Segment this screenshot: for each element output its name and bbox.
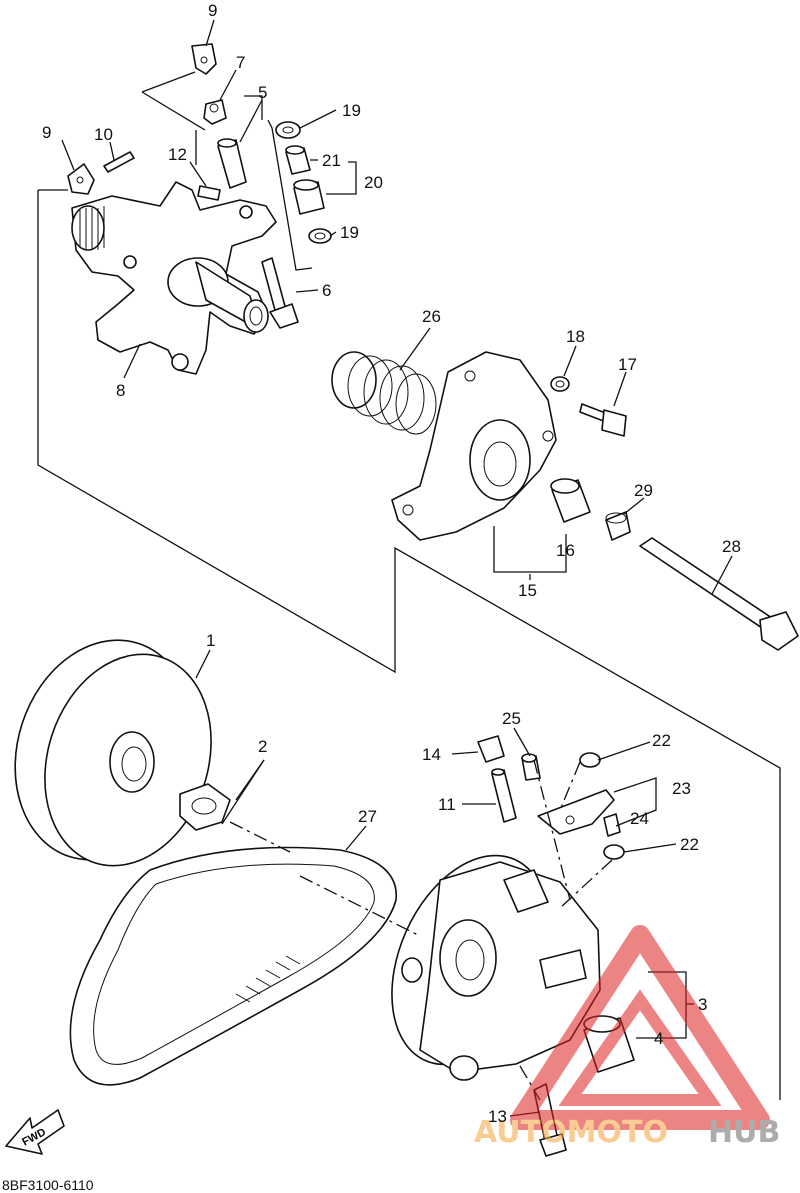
callout-26: 26 <box>422 307 441 326</box>
callout-15: 15 <box>518 581 537 600</box>
callout-24: 24 <box>630 809 649 828</box>
callout-3: 3 <box>698 995 707 1014</box>
automotohub-watermark: AUTOMOTO HUB <box>474 925 780 1150</box>
callout-27: 27 <box>358 807 377 826</box>
fwd-arrow-icon: FWD <box>5 1109 65 1155</box>
callout-labels: 9 7 5 19 9 10 12 21 20 19 6 8 26 18 17 2… <box>42 1 741 1126</box>
washer-19-bottom <box>308 228 332 244</box>
collar-2 <box>179 783 231 831</box>
bolt-28 <box>639 537 799 651</box>
callout-4: 4 <box>654 1029 663 1048</box>
roll-pin-10 <box>103 151 135 173</box>
watermark-word-automoto: AUTOMOTO <box>474 1115 668 1150</box>
washer-18 <box>550 376 570 392</box>
weight-clip-left <box>67 163 95 195</box>
nut-7 <box>203 99 227 125</box>
watermark-triangle-inner <box>558 989 722 1106</box>
washer-22-bottom <box>603 844 625 860</box>
nut-14 <box>477 735 505 763</box>
pin-5 <box>217 138 247 189</box>
callout-6: 6 <box>322 281 331 300</box>
callout-20: 20 <box>364 173 383 192</box>
callout-29: 29 <box>634 481 653 500</box>
callout-8: 8 <box>116 381 125 400</box>
roller-20 <box>293 179 325 215</box>
callout-22-bottom: 22 <box>680 835 699 854</box>
ramp-arm-23 <box>537 789 615 835</box>
callout-23: 23 <box>672 779 691 798</box>
callout-22-top: 22 <box>652 731 671 750</box>
bolt-6 <box>261 257 299 329</box>
bolt-17 <box>579 403 627 437</box>
callout-10: 10 <box>94 125 113 144</box>
callout-11: 11 <box>438 795 456 814</box>
callout-14: 14 <box>422 745 441 764</box>
callout-9-top: 9 <box>208 1 217 20</box>
callout-16: 16 <box>556 541 575 560</box>
bushing-21 <box>285 145 311 175</box>
washer-22-top <box>579 752 601 768</box>
fixed-sheave-1 <box>14 639 212 867</box>
pin-12 <box>197 185 221 201</box>
collar-29 <box>605 511 631 541</box>
callout-19-top: 19 <box>342 101 361 120</box>
bushing-16 <box>550 478 591 523</box>
callout-19-bottom: 19 <box>340 223 359 242</box>
cover-15 <box>391 351 557 541</box>
callout-1: 1 <box>206 631 215 650</box>
pin-25 <box>521 753 541 781</box>
callout-28: 28 <box>722 537 741 556</box>
callout-13: 13 <box>488 1107 507 1126</box>
callout-18: 18 <box>566 327 585 346</box>
callout-21: 21 <box>322 151 341 170</box>
watermark-triangle <box>510 925 770 1130</box>
callout-2: 2 <box>258 737 267 756</box>
callout-12: 12 <box>168 145 187 164</box>
weight-clip-top <box>191 43 217 75</box>
callout-7: 7 <box>236 53 245 72</box>
callout-5: 5 <box>258 83 267 102</box>
callout-25: 25 <box>502 709 521 728</box>
boundary-lines <box>37 71 781 1100</box>
washer-19-top <box>275 121 301 139</box>
spring-26 <box>331 351 437 435</box>
pin-11 <box>491 768 517 823</box>
callout-17: 17 <box>618 355 637 374</box>
roller-24 <box>603 813 621 837</box>
drive-belt-27 <box>69 846 397 1086</box>
watermark-word-hub: HUB <box>708 1115 780 1150</box>
diagram-code: 8BF3100-6110 <box>2 1177 94 1193</box>
primary-sheave-assembly <box>71 181 277 375</box>
callout-9-left: 9 <box>42 123 51 142</box>
secondary-sheave-assembly <box>391 854 601 1081</box>
